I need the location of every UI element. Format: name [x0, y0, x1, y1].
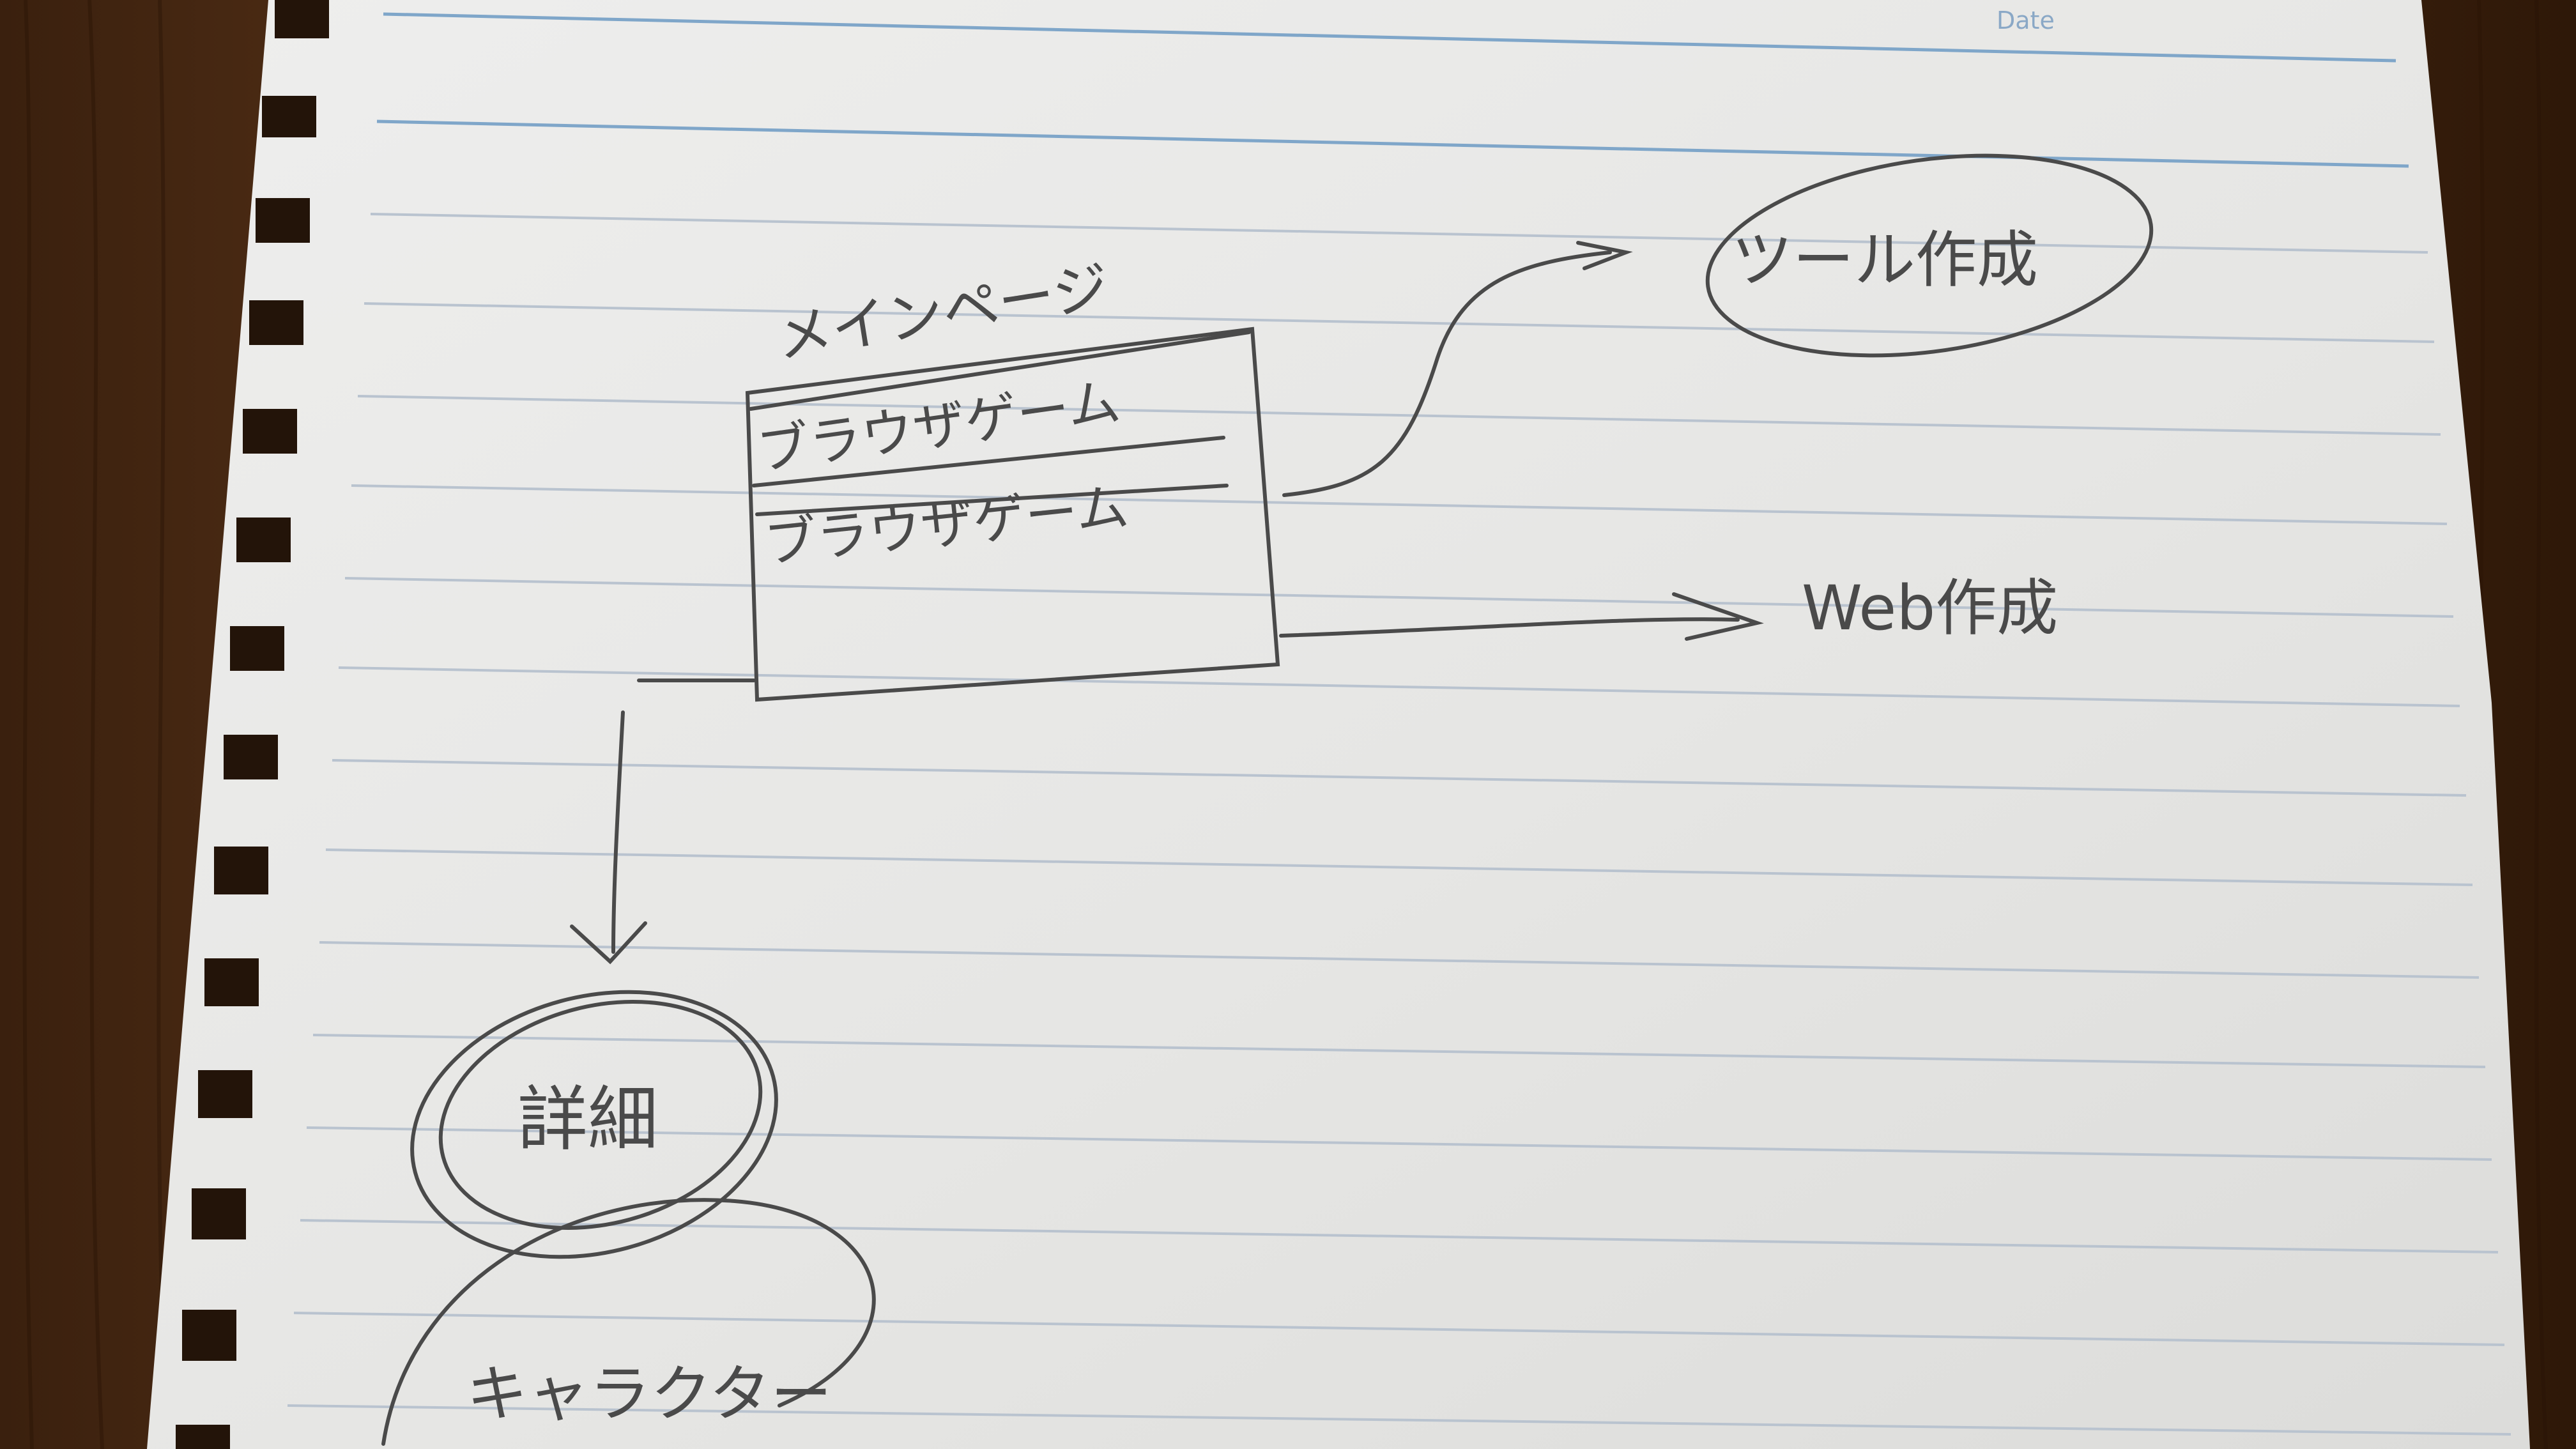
ruled-lines [287, 213, 2511, 1436]
main-box-row-divider-2 [752, 436, 1225, 487]
paper-sheet [147, 0, 2530, 1449]
character-bubble-label: キャラクター [466, 1358, 832, 1430]
tool-bubble-label: ツール作成 [1731, 224, 2038, 296]
web-note-label: Web作成 [1802, 572, 2058, 644]
header-rulings [376, 12, 2409, 168]
arrow-to-tool [1282, 250, 1612, 497]
detail-bubble-label: 詳細 [518, 1078, 658, 1160]
main-box-row-divider-1 [749, 330, 1251, 411]
main-box-outline [745, 326, 1280, 702]
detail-bubble [410, 990, 778, 1259]
binding-holes [176, 0, 329, 1449]
date-label: Date [1997, 6, 2055, 34]
pencil-sketch [381, 153, 2154, 1446]
arrow-to-web [1279, 617, 1740, 638]
character-bubble [381, 1198, 876, 1446]
tool-bubble [1705, 153, 2154, 358]
arrow-to-detail [611, 678, 756, 954]
main-box-row-divider-3 [755, 484, 1229, 516]
